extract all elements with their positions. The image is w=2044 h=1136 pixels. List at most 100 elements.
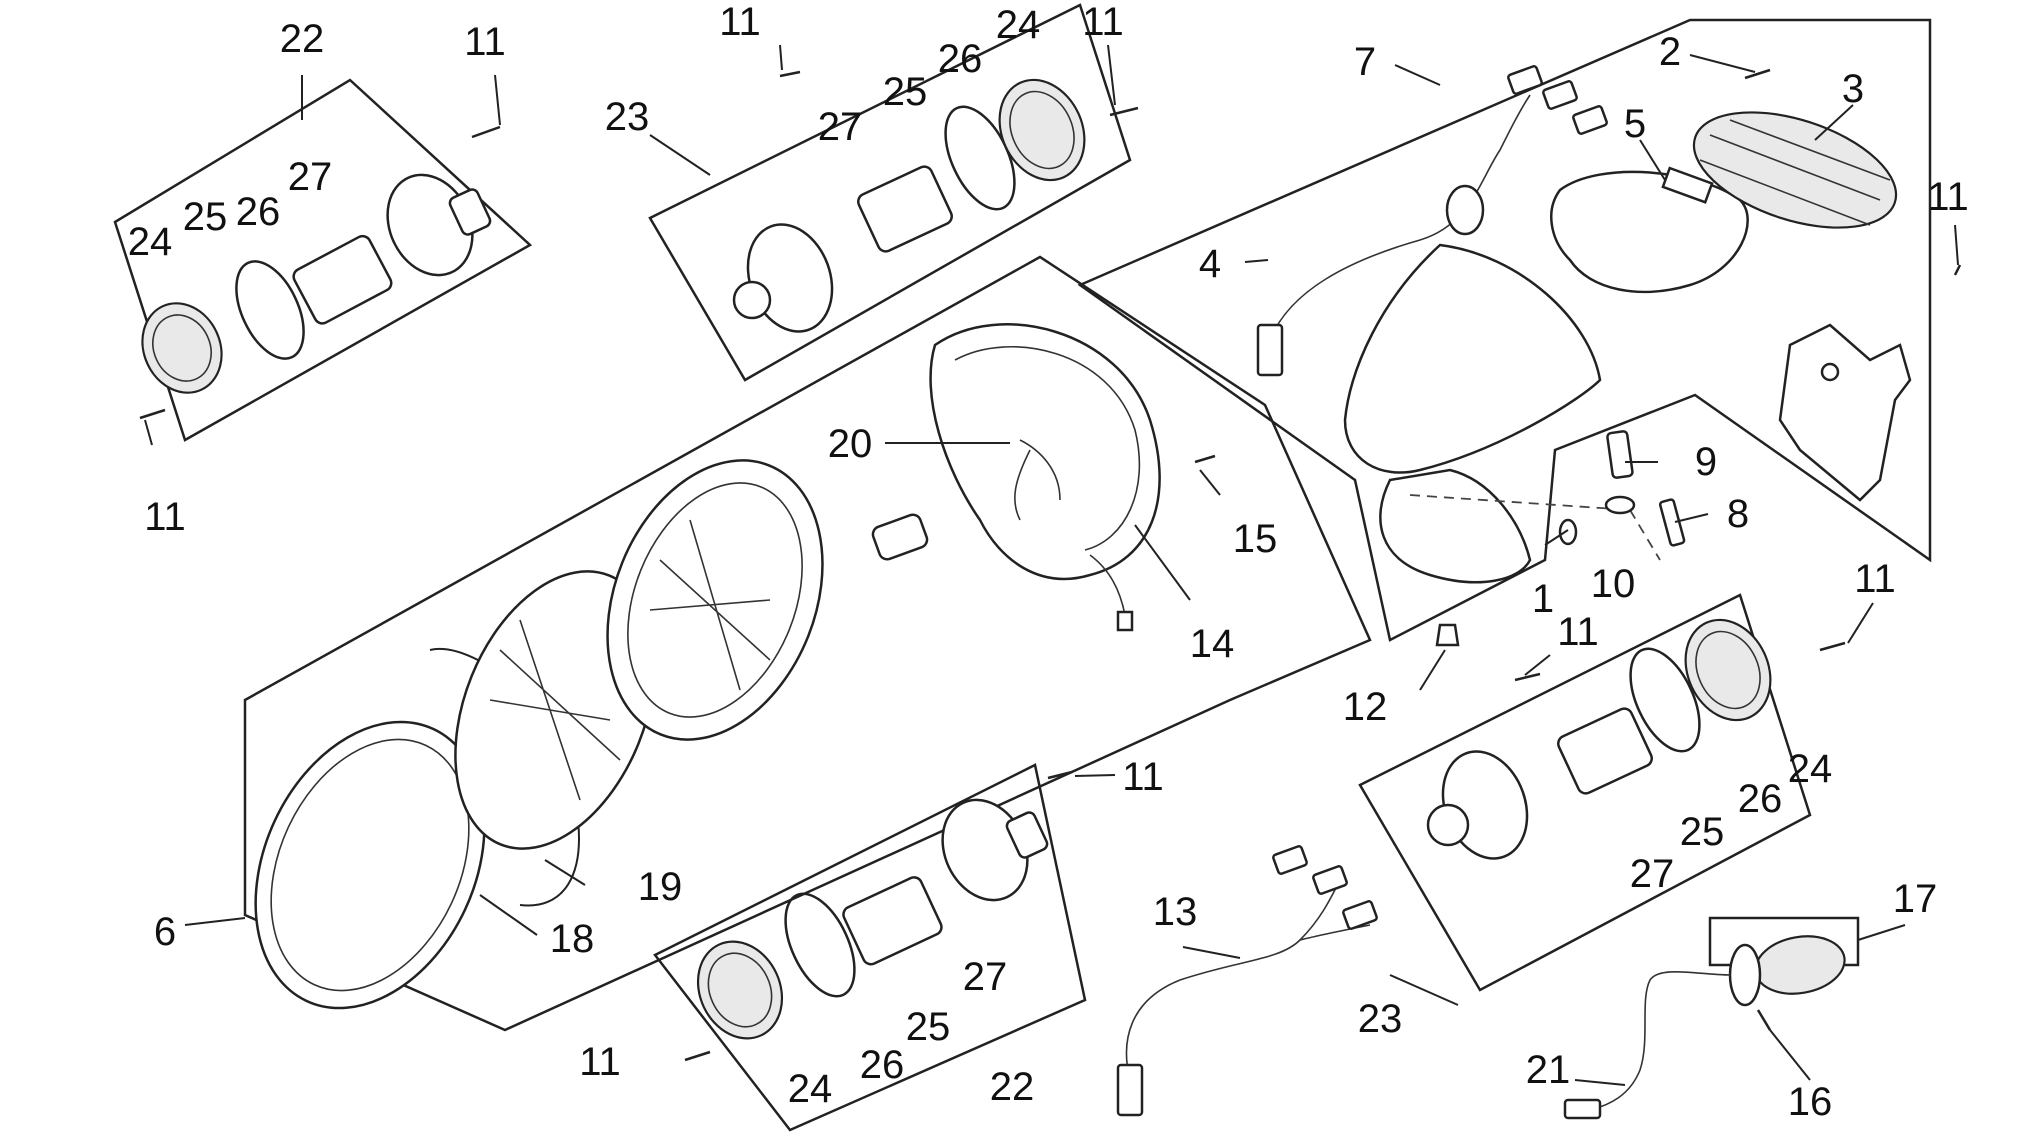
turn-signal-assembly-bottom-center: [684, 770, 1073, 1062]
callout-25: 25: [183, 195, 228, 239]
callout-12: 12: [1343, 685, 1388, 729]
turn-signal-lens-24: [998, 78, 1086, 182]
callout-23: 23: [605, 95, 650, 139]
frame-turn-signal-bottom-right: [1358, 593, 1812, 992]
callout-4: 4: [1199, 242, 1221, 286]
bulb-socket-27: [292, 234, 393, 325]
callout-6: 6: [154, 910, 176, 954]
callout-26: 26: [236, 190, 281, 234]
headlight-trim-ring-18: [254, 720, 486, 1010]
bolt-9: [1606, 430, 1634, 479]
callout-8: 8: [1727, 492, 1749, 536]
callout-13: 13: [1153, 890, 1198, 934]
headlight-wiring-20: [1014, 439, 1061, 521]
tail-light-reflector-5: [1550, 170, 1749, 294]
screw-8: [1658, 498, 1686, 547]
washer-10: [1604, 495, 1636, 515]
headlight-reflector: [606, 459, 824, 741]
turn-signal-lens-24: [696, 940, 784, 1040]
callout-22: 22: [280, 17, 325, 61]
callout-25: 25: [906, 1005, 951, 1049]
callout-3: 3: [1842, 67, 1864, 111]
callout-5: 5: [1624, 102, 1646, 146]
callout-11: 11: [1854, 557, 1896, 601]
retaining-ring-26: [1629, 647, 1701, 753]
callout-24: 24: [996, 3, 1041, 47]
callout-24: 24: [128, 220, 173, 264]
frame-turn-signal-top-center: [648, 3, 1132, 382]
callout-10: 10: [1591, 562, 1636, 606]
mount-bracket-23: [746, 223, 834, 333]
turn-signal-lens-24: [1684, 618, 1772, 722]
callout-25: 25: [1680, 810, 1725, 854]
headlight-assembly: [254, 323, 1216, 1010]
callout-7: 7: [1354, 40, 1376, 84]
callout-11: 11: [1082, 0, 1124, 44]
washer-1: [1558, 518, 1578, 546]
callout-1: 1: [1532, 577, 1554, 621]
callout-22: 22: [990, 1065, 1035, 1109]
marker-light-wiring-21: [1589, 970, 1731, 1111]
callout-27: 27: [818, 105, 863, 149]
tail-light-assembly: [1256, 65, 1962, 647]
tail-light-bulb: [1445, 184, 1485, 236]
turn-signal-assembly-top-left: [139, 125, 501, 420]
callout-27: 27: [288, 155, 333, 199]
screw-15: [1194, 454, 1216, 464]
callout-14: 14: [1190, 622, 1235, 666]
turn-signal-assembly-top-center: [732, 70, 1139, 333]
tail-light-lens-3: [1692, 111, 1898, 229]
headlight-bulb: [871, 513, 929, 561]
headlight-shell-14: [929, 323, 1161, 581]
callout-21: 21: [1526, 1048, 1571, 1092]
retaining-ring-26: [235, 260, 305, 360]
callout-11: 11: [719, 0, 761, 44]
callout-labels: 22 11 27 24 25 26 11 23 11 27 25 26 24 1…: [128, 0, 1969, 1124]
leader-lines: [144, 44, 1959, 1086]
callout-11: 11: [1927, 175, 1969, 219]
callout-19: 19: [638, 865, 683, 909]
marker-light-lens-17: [1754, 935, 1846, 995]
callout-20: 20: [828, 422, 873, 466]
callout-24: 24: [1788, 747, 1833, 791]
callout-18: 18: [550, 917, 595, 961]
callout-11: 11: [1122, 755, 1164, 799]
retaining-ring-26: [784, 892, 856, 998]
grommet-12: [1435, 623, 1460, 647]
tail-light-reflector-strip: [1661, 166, 1714, 204]
tail-light-mount: [1379, 468, 1532, 584]
frame-marker-light: [1708, 916, 1860, 967]
screw-16: [1756, 1009, 1772, 1031]
callout-26: 26: [1738, 777, 1783, 821]
bulb-socket-27: [1557, 707, 1653, 795]
frame-turn-signal-bottom-center: [653, 763, 1087, 1132]
callout-27: 27: [963, 955, 1008, 999]
turn-signal-lens-24: [141, 302, 223, 394]
marker-light-base: [1728, 943, 1762, 1007]
callout-16: 16: [1788, 1080, 1833, 1124]
callout-11: 11: [579, 1040, 621, 1084]
bulb-socket-27: [857, 165, 953, 253]
frame-tail-light: [1077, 18, 1932, 642]
marker-light-assembly: [1563, 935, 1846, 1120]
turn-signal-assembly-bottom-right: [1426, 618, 1846, 860]
callout-15: 15: [1233, 517, 1278, 561]
callout-27: 27: [1630, 852, 1675, 896]
tail-light-housing-7: [1343, 243, 1602, 474]
callout-2: 2: [1659, 30, 1681, 74]
callout-11: 11: [144, 495, 186, 539]
bulb-socket-27: [842, 876, 943, 966]
license-bracket: [1778, 323, 1912, 502]
callout-11: 11: [464, 20, 506, 64]
callout-23: 23: [1358, 997, 1403, 1041]
callout-26: 26: [938, 37, 983, 81]
callout-25: 25: [883, 70, 928, 114]
callout-11: 11: [1557, 610, 1599, 654]
callout-24: 24: [788, 1067, 833, 1111]
screw-11: [139, 408, 166, 420]
callout-26: 26: [860, 1043, 905, 1087]
callout-9: 9: [1695, 440, 1717, 484]
callout-17: 17: [1893, 877, 1938, 921]
wiring-harness-13: [1116, 845, 1378, 1117]
